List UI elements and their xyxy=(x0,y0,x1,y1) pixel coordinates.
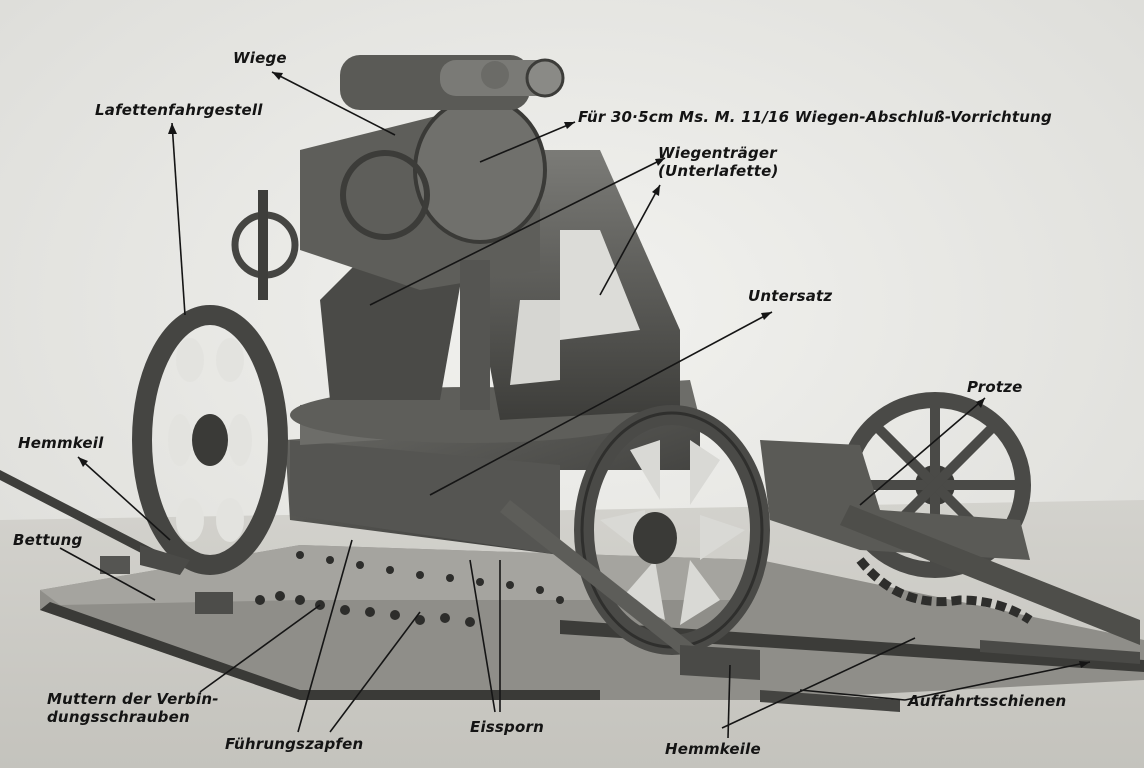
label-wiegentraeger: Wiegenträger (Unterlafette) xyxy=(658,144,779,180)
label-muttern-verbindungsschrauben: Muttern der Verbin- dungsschrauben xyxy=(47,690,219,726)
label-bettung: Bettung xyxy=(13,531,83,549)
label-auffahrtsschienen: Auffahrtsschienen xyxy=(908,692,1067,710)
carriage-wheel-left xyxy=(132,190,299,575)
label-wiegen-abschluss-vorrichtung: Für 30·5cm Ms. M. 11/16 Wiegen-Abschluß-… xyxy=(578,108,1052,126)
leader-lines xyxy=(59,71,1091,739)
label-protze: Protze xyxy=(967,378,1023,396)
cradle-wiege xyxy=(300,55,565,410)
arrowheads xyxy=(78,72,1090,668)
wheel-chock xyxy=(0,470,190,575)
label-hemmkeil: Hemmkeil xyxy=(18,434,104,452)
ice-spur-bar xyxy=(500,500,760,680)
label-wiege: Wiege xyxy=(233,49,287,67)
label-fuehrungszapfen: Führungszapfen xyxy=(225,735,364,753)
label-eissporn: Eissporn xyxy=(470,718,544,736)
label-untersatz: Untersatz xyxy=(748,287,833,305)
label-hemmkeile: Hemmkeile xyxy=(665,740,761,758)
label-lafettenfahrgestell: Lafettenfahrgestell xyxy=(95,101,263,119)
limber-protze xyxy=(760,392,1140,645)
